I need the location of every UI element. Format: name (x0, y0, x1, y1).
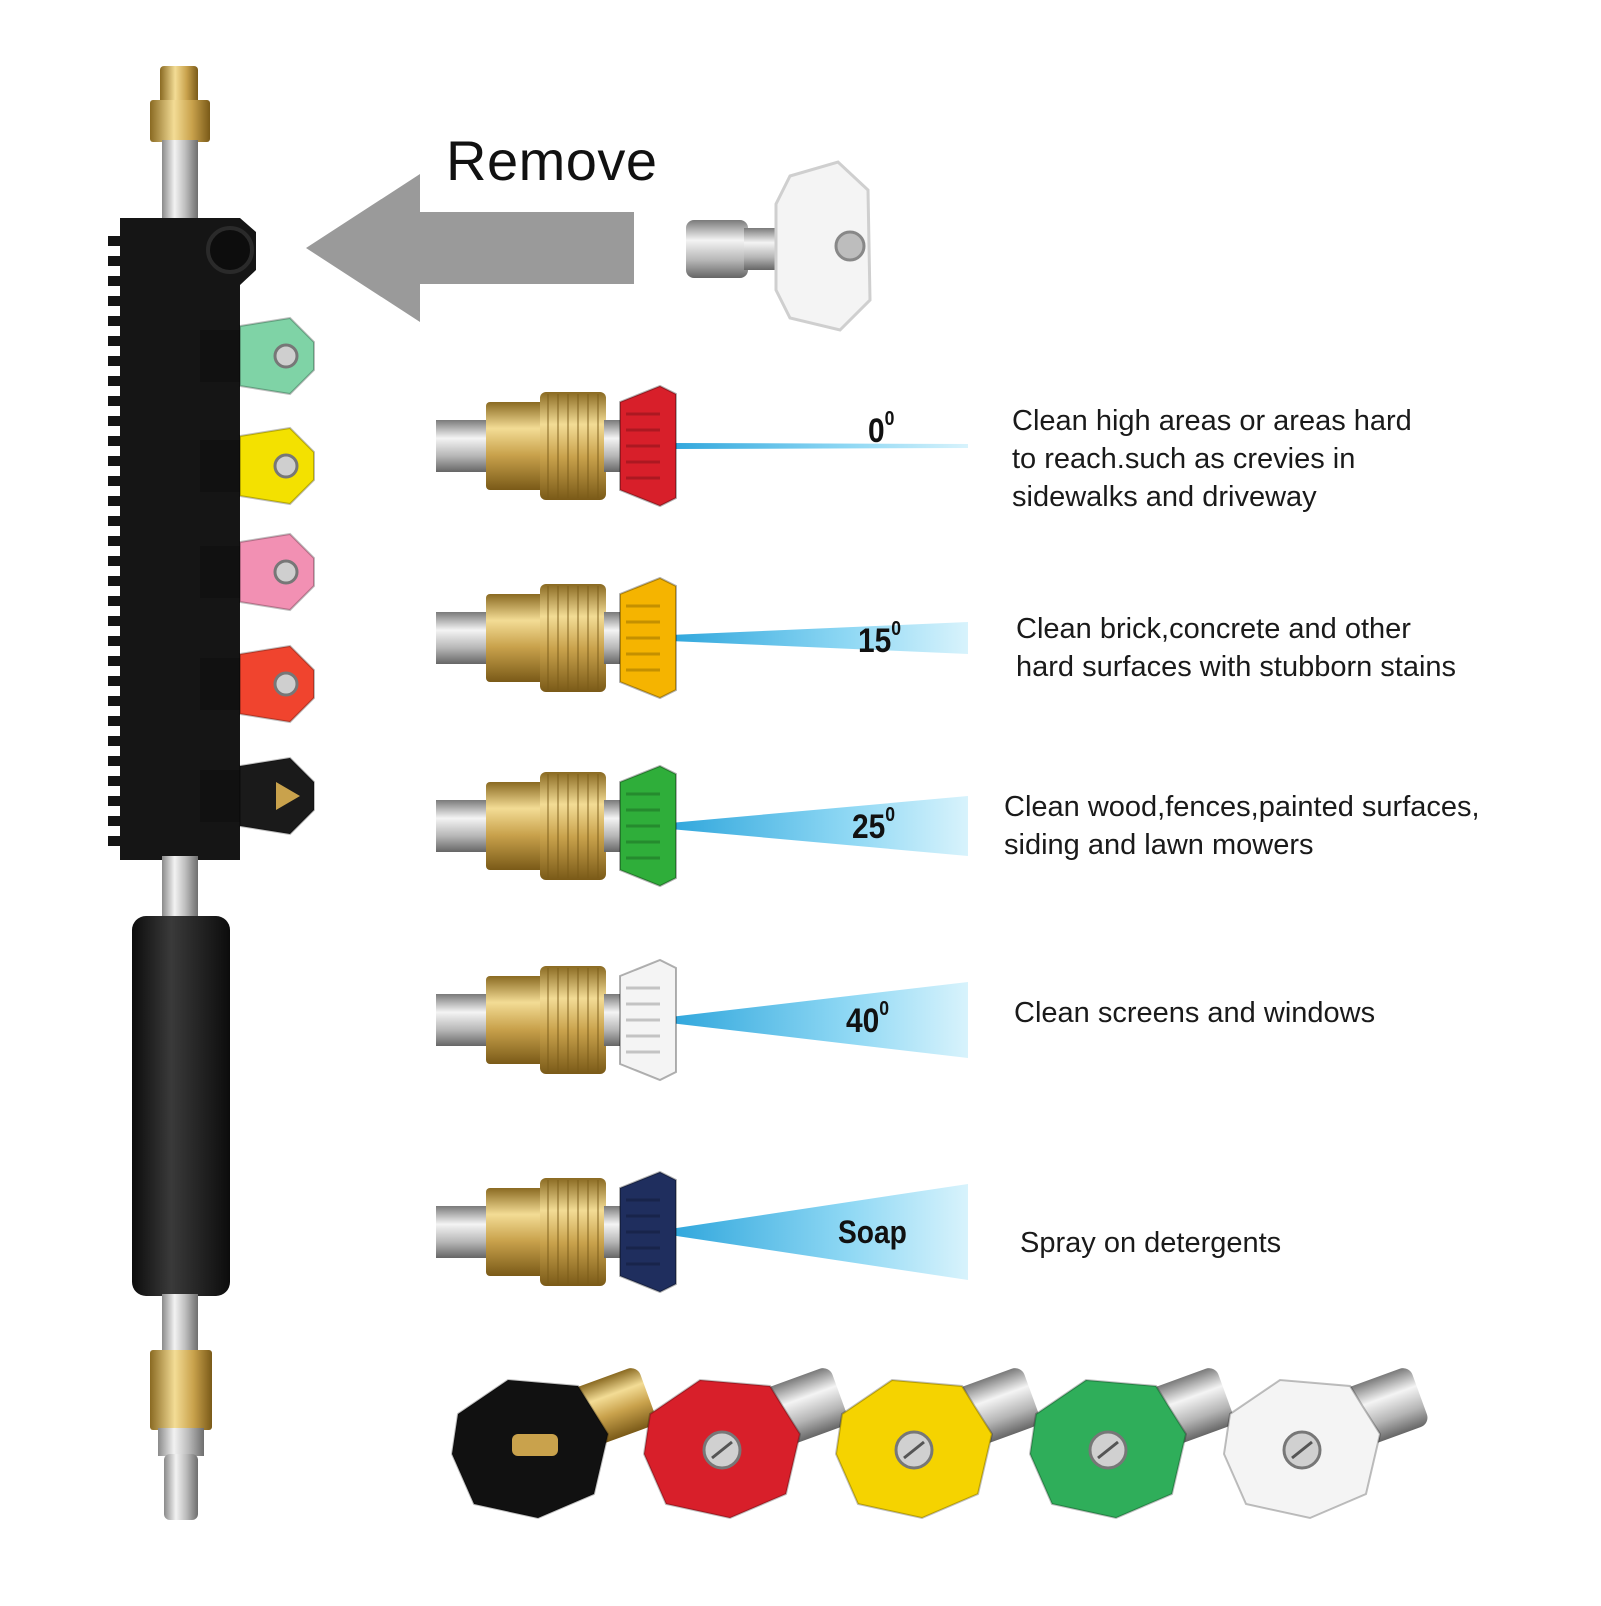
holder-tooth (108, 516, 124, 526)
holder-tip (200, 644, 315, 724)
holder-tip (200, 756, 315, 836)
angle-label-soap: Soap (838, 1214, 907, 1250)
holder-tooth (108, 336, 124, 346)
holder-tooth (108, 456, 124, 466)
holder-tip (200, 532, 315, 612)
description-15: Clean brick,concrete and other hard surf… (1016, 613, 1457, 683)
angle-label-40: 400 (846, 998, 890, 1040)
spray-cone (670, 982, 968, 1058)
holder-tooth (108, 316, 124, 326)
holder-tooth (108, 376, 124, 386)
nozzle-row (436, 1170, 968, 1294)
description-25: Clean wood,fences,painted surfaces, sidi… (1004, 791, 1480, 861)
loose-tip (450, 1368, 656, 1520)
description-40: Clean screens and windows (1014, 997, 1376, 1029)
nozzle-rows (436, 384, 968, 1294)
brass-coupler (540, 966, 606, 1074)
spray-cone (670, 796, 968, 856)
holder-tooth (108, 476, 124, 486)
nozzle-tip (619, 958, 677, 1082)
description-0: Clean high areas or areas hard to reach.… (1012, 405, 1412, 513)
spray-wand (108, 66, 315, 1520)
nozzle-tip (619, 384, 677, 508)
holder-tooth (108, 816, 124, 826)
removed-nozzle (686, 160, 872, 332)
nozzle-tip (619, 1170, 677, 1294)
loose-tip (1028, 1368, 1234, 1520)
holder-tooth (108, 716, 124, 726)
holder-tooth (108, 416, 124, 426)
holder-tooth (108, 696, 124, 706)
holder-tooth (108, 636, 124, 646)
holder-tooth (108, 676, 124, 686)
holder-tooth (108, 776, 124, 786)
loose-tip (1222, 1368, 1428, 1520)
nozzle-row (436, 384, 968, 508)
holder-tooth (108, 236, 124, 246)
holder-tooth (108, 796, 124, 806)
bottom-tip-set (450, 1368, 1428, 1520)
angle-label-25: 250 (852, 804, 896, 846)
holder-tooth (108, 556, 124, 566)
spray-cone (670, 443, 968, 449)
holder-tooth (108, 396, 124, 406)
holder-tooth (108, 616, 124, 626)
angle-label-15: 150 (858, 618, 902, 660)
spray-cone (670, 1184, 968, 1280)
holder-tooth (108, 756, 124, 766)
holder-tip (200, 426, 315, 506)
holder-tooth (108, 576, 124, 586)
loose-tip (642, 1368, 848, 1520)
holder-tooth (108, 836, 124, 846)
holder-tip (200, 316, 315, 396)
holder-tooth (108, 496, 124, 506)
description-soap: Spray on detergents (1020, 1227, 1282, 1259)
holder-tooth (108, 536, 124, 546)
nozzle-tip (619, 576, 677, 700)
holder-tooth (108, 276, 124, 286)
remove-arrow (306, 174, 634, 322)
nozzle-row (436, 958, 968, 1082)
holder-tooth (108, 356, 124, 366)
brass-coupler (540, 1178, 606, 1286)
brass-coupler (540, 392, 606, 500)
brass-coupler (540, 772, 606, 880)
spray-cone (670, 622, 968, 654)
holder-tooth (108, 736, 124, 746)
holder-tooth (108, 436, 124, 446)
holder-tooth (108, 596, 124, 606)
nozzle-row (436, 576, 968, 700)
holder-tooth (108, 656, 124, 666)
holder-tooth (108, 296, 124, 306)
angle-label-0: 00 (868, 408, 895, 450)
nozzle-row (436, 764, 968, 888)
holder-tooth (108, 256, 124, 266)
nozzle-tip (619, 764, 677, 888)
brass-coupler (540, 584, 606, 692)
remove-title: Remove (446, 129, 658, 192)
loose-tip (834, 1368, 1040, 1520)
